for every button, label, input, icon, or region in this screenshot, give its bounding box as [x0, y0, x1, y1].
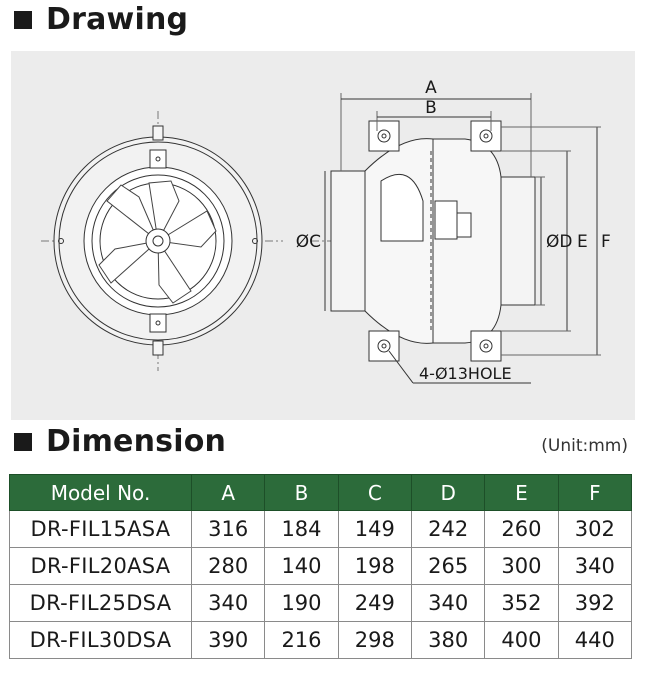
- header-e: E: [484, 474, 559, 511]
- header-c: C: [337, 474, 412, 511]
- cell-model: DR-FIL20ASA: [9, 547, 192, 585]
- cell-b: 190: [264, 584, 339, 622]
- front-view: [41, 111, 283, 371]
- cell-b: 216: [264, 621, 339, 659]
- cell-e: 260: [484, 510, 559, 548]
- cell-e: 300: [484, 547, 559, 585]
- label-b: B: [425, 98, 437, 118]
- table-row: DR-FIL25DSA 340 190 249 340 352 392: [9, 584, 633, 622]
- label-c: ØC: [296, 232, 321, 252]
- square-bullet-icon: [14, 10, 32, 29]
- cell-b: 184: [264, 510, 339, 548]
- unit-label: (Unit:mm): [541, 436, 628, 456]
- table-header-row: Model No. A B C D E F: [9, 474, 633, 511]
- cell-model: DR-FIL25DSA: [9, 584, 192, 622]
- table-row: DR-FIL15ASA 316 184 149 242 260 302: [9, 510, 633, 548]
- dimension-table: Model No. A B C D E F DR-FIL15ASA 316 18…: [9, 474, 633, 659]
- cell-e: 400: [484, 621, 559, 659]
- technical-drawing: A B ØC ØD E F 4-Ø13HOLE: [41, 78, 611, 384]
- label-a: A: [425, 78, 437, 98]
- header-a: A: [190, 474, 266, 511]
- drawing-heading: Drawing: [14, 2, 188, 37]
- label-f: F: [601, 232, 611, 252]
- cell-d: 265: [410, 547, 486, 585]
- cell-model: DR-FIL30DSA: [9, 621, 192, 659]
- cell-c: 198: [337, 547, 412, 585]
- cell-c: 298: [337, 621, 412, 659]
- cell-d: 242: [410, 510, 486, 548]
- header-f: F: [557, 474, 633, 511]
- cell-a: 280: [190, 547, 266, 585]
- dimension-title: Dimension: [46, 424, 227, 459]
- cell-f: 302: [557, 510, 633, 548]
- side-view: [311, 93, 601, 384]
- cell-c: 249: [337, 584, 412, 622]
- dimension-heading: Dimension: [14, 424, 226, 459]
- header-b: B: [264, 474, 339, 511]
- cell-c: 149: [337, 510, 412, 548]
- header-d: D: [410, 474, 486, 511]
- cell-f: 440: [557, 621, 633, 659]
- cell-a: 390: [190, 621, 266, 659]
- header-model: Model No.: [9, 474, 192, 511]
- cell-e: 352: [484, 584, 559, 622]
- cell-a: 340: [190, 584, 266, 622]
- cell-b: 140: [264, 547, 339, 585]
- cell-a: 316: [190, 510, 266, 548]
- cell-model: DR-FIL15ASA: [9, 510, 192, 548]
- label-e: E: [577, 232, 588, 252]
- label-d: ØD: [546, 232, 572, 252]
- cell-d: 340: [410, 584, 486, 622]
- cell-f: 392: [557, 584, 633, 622]
- cell-f: 340: [557, 547, 633, 585]
- cell-d: 380: [410, 621, 486, 659]
- square-bullet-icon: [14, 432, 32, 451]
- table-row: DR-FIL20ASA 280 140 198 265 300 340: [9, 547, 633, 585]
- label-hole: 4-Ø13HOLE: [419, 364, 512, 383]
- table-row: DR-FIL30DSA 390 216 298 380 400 440: [9, 621, 633, 659]
- drawing-panel: A B ØC ØD E F 4-Ø13HOLE: [11, 51, 635, 420]
- drawing-title: Drawing: [46, 2, 189, 37]
